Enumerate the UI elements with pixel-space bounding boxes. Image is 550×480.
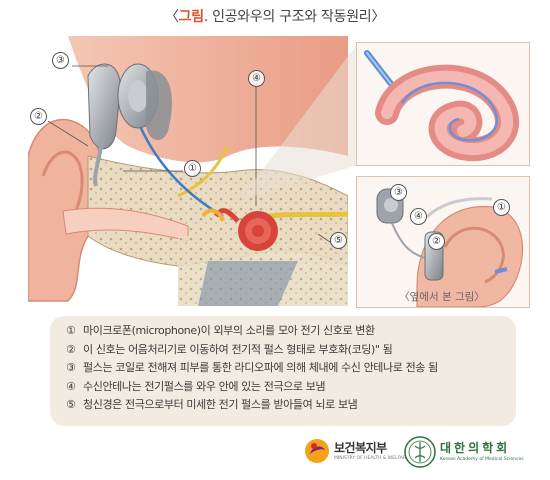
main-callout-2: ② bbox=[30, 108, 47, 125]
nams-logo: 대한의학회 Korean Academy of Medical Sciences bbox=[404, 436, 544, 470]
title-text: . 인공와우의 구조와 작동원리 bbox=[203, 9, 372, 25]
step-number: ① bbox=[66, 324, 76, 337]
mohw-mark-icon bbox=[305, 439, 329, 463]
step-number: ② bbox=[66, 342, 76, 356]
step-number: ④ bbox=[66, 379, 76, 393]
step-number: ⑤ bbox=[66, 398, 76, 411]
step-text: 수신안테나는 전기펄스를 와우 안에 있는 전극으로 보냄 bbox=[83, 379, 326, 393]
step-text: 청신경은 전극으로부터 미세한 전기 펄스를 받아들여 뇌로 보냄 bbox=[83, 398, 358, 411]
step-item: ⑤ 청신경은 전극으로부터 미세한 전기 펄스를 받아들여 뇌로 보냄 bbox=[66, 396, 516, 415]
zoom-connector bbox=[240, 43, 358, 200]
title-open-bracket: 〈 bbox=[164, 9, 179, 25]
side-callout-3: ③ bbox=[390, 184, 407, 201]
side-callout-2: ② bbox=[428, 233, 445, 250]
figure-title: 〈그림. 인공와우의 구조와 작동원리〉 bbox=[0, 6, 550, 26]
title-close-bracket: 〉 bbox=[371, 9, 386, 25]
step-item: ① 마이크로폰(microphone)이 외부의 소리를 모아 전기 신호로 변환 bbox=[66, 322, 516, 341]
steps-panel: ① 마이크로폰(microphone)이 외부의 소리를 모아 전기 신호로 변환… bbox=[50, 316, 516, 426]
step-text: 이 신호는 어음처리기로 이동하여 전기적 펄스 형태로 부호화(코딩)" 됨 bbox=[83, 342, 393, 356]
main-callout-4: ④ bbox=[248, 70, 265, 87]
main-callout-5: ⑤ bbox=[330, 232, 347, 249]
side-callout-1: ① bbox=[493, 199, 510, 216]
nams-subtitle: Korean Academy of Medical Sciences bbox=[440, 457, 524, 462]
ear-cross-section-illustration bbox=[28, 36, 348, 306]
nams-name: 대한의학회 bbox=[440, 441, 511, 455]
step-item: ② 이 신호는 어음처리기로 이동하여 전기적 펄스 형태로 부호화(코딩)" 됨 bbox=[66, 341, 516, 360]
side-view-caption: 〈옆에서 본 그림〉 bbox=[399, 291, 485, 303]
logo-bar: 보건복지부 MINISTRY OF HEALTH & WELFARE 대한의학회… bbox=[304, 436, 540, 470]
step-number: ③ bbox=[66, 361, 76, 374]
mohw-name: 보건복지부 bbox=[334, 441, 387, 455]
step-item: ③ 펄스는 코일로 전해져 피부를 통한 라디오파에 의해 체내에 수신 안테나로… bbox=[66, 359, 516, 378]
mohw-logo: 보건복지부 MINISTRY OF HEALTH & WELFARE bbox=[304, 436, 409, 470]
step-text: 마이크로폰(microphone)이 외부의 소리를 모아 전기 신호로 변환 bbox=[83, 324, 375, 337]
step-text: 펄스는 코일로 전해져 피부를 통한 라디오파에 의해 체내에 수신 안테나로 … bbox=[83, 361, 438, 374]
title-accent: 그림 bbox=[178, 9, 204, 25]
mohw-subtitle: MINISTRY OF HEALTH & WELFARE bbox=[334, 456, 409, 461]
cochlea-electrode-closeup bbox=[356, 42, 530, 166]
nams-seal-icon bbox=[404, 436, 436, 468]
step-item: ④ 수신안테나는 전기펄스를 와우 안에 있는 전극으로 보냄 bbox=[66, 378, 516, 397]
side-callout-4: ④ bbox=[410, 208, 427, 225]
speech-processor bbox=[87, 63, 121, 187]
implanted-receiver bbox=[146, 70, 172, 141]
main-callout-1: ① bbox=[184, 160, 201, 177]
main-callout-3: ③ bbox=[52, 52, 69, 69]
